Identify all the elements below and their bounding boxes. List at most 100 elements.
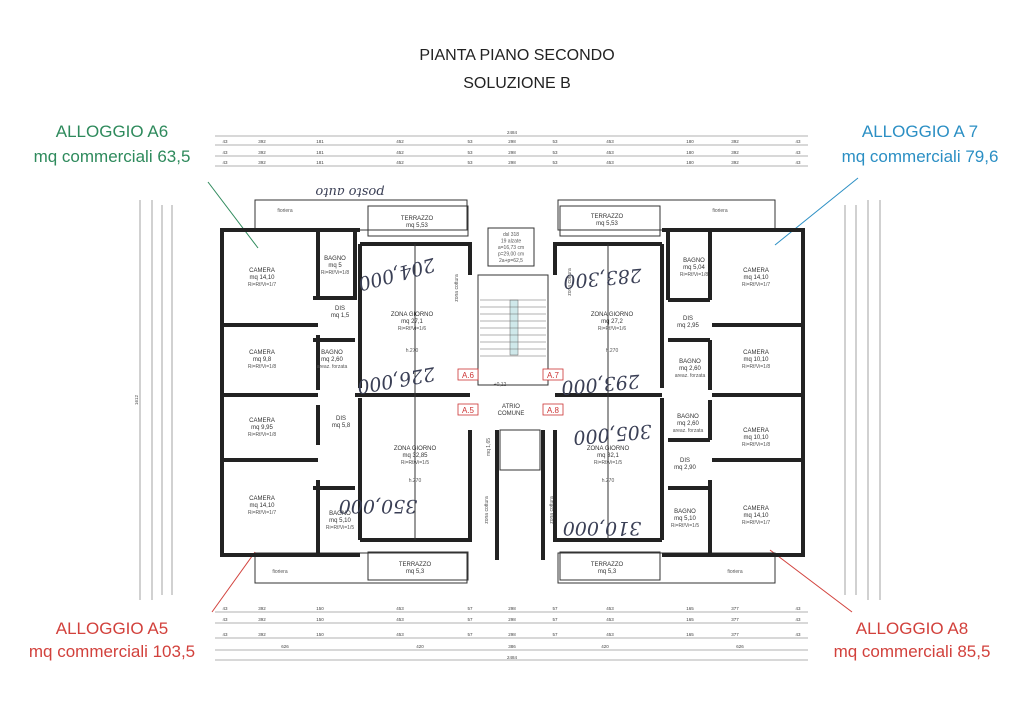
room-area: mq 5,04 [683,265,705,271]
handwritten-price: 283,300 [562,264,643,293]
room-area: mq 5 [328,263,342,269]
ceiling-height: h.270 [606,348,619,354]
dimension-value: 53 [552,150,558,155]
ceiling-height: h.270 [602,478,615,484]
dimension-value: 392 [258,160,266,165]
dimension-value: 150 [316,606,324,611]
planter-label: fioriera [712,208,728,214]
dimension-value: 180 [686,139,694,144]
room-ratio: areaz. forzata [317,364,348,370]
dimension-value: 386 [508,644,516,649]
planter-label: fioriera [727,569,743,575]
ceiling-height: h.270 [409,478,422,484]
room-area: mq 5,10 [329,518,351,524]
dimension-value: 43 [222,617,228,622]
dimension-value: 392 [731,139,739,144]
room-area: mq 5,3 [406,569,425,575]
svg-text:mq commerciali 63,5: mq commerciali 63,5 [34,147,191,166]
svg-text:ALLOGGIO A5: ALLOGGIO A5 [56,619,168,638]
room-ratio: Ri=Rf/Vi=1/7 [248,510,276,516]
room-name-camera: CAMERA [249,418,275,424]
dimension-value: 43 [795,632,801,637]
room-area: mq 2,60 [677,421,699,427]
leader-line-a6 [207,181,259,249]
room-area: mq 2,90 [674,465,696,471]
dimension-value: 53 [467,150,473,155]
room-area: mq 14,10 [249,275,275,281]
room-name-zona-giorno: ZONA GIORNO [587,446,630,452]
room-area: mq 32,85 [402,453,428,459]
dimension-value: 452 [396,139,404,144]
room-area: mq 5,8 [332,423,351,429]
room-ratio: Ri=Rf/Vi=1/5 [401,460,429,466]
leader-line-a8 [769,549,853,613]
room-ratio: areaz. forzata [675,373,706,379]
dimension-value: 150 [316,632,324,637]
dimension-value: 626 [281,644,289,649]
dimension-value: 298 [508,139,516,144]
room-area: mq 27,1 [401,319,423,325]
dimension-value: 452 [396,160,404,165]
room-name-dis: DIS [683,316,693,322]
room-name-bagno: BAGNO [324,256,346,262]
planter-label: fioriera [277,208,293,214]
dimension-value: 43 [222,632,228,637]
room-ratio: Ri=Rf/Vi=1/8 [680,272,708,278]
apartment-marker-a5: A.5 [457,403,479,416]
dimension-value: 377 [731,617,739,622]
handwritten-price: 204,000 [356,253,439,295]
dimension-value: 43 [795,139,801,144]
room-area: mq 27,2 [601,319,623,325]
dimension-value: 392 [258,606,266,611]
dimension-lines: 2484 2484 1612 4343433923923921811811814… [134,130,881,661]
dimension-value: 165 [686,606,694,611]
apartment-marker-a8: A.8 [542,403,564,416]
apartment-label-a8: ALLOGGIO A8 mq commerciali 85,5 [834,619,991,661]
room-name-bagno: BAGNO [677,414,699,420]
leader-line-a5 [211,551,256,613]
room-area: mq 2,95 [677,323,699,329]
elevation-label: +0,12 [494,382,507,388]
stair-info-line: 19 alzate [501,239,522,245]
stair-info-line: p=29,00 cm [498,252,524,258]
comune-label: COMUNE [498,411,525,417]
dimension-value: 57 [552,617,558,622]
dimension-value: 53 [552,160,558,165]
room-area: mq 32,1 [597,453,619,459]
room-area: mq 14,10 [743,275,769,281]
room-name-zona-giorno: ZONA GIORNO [591,312,634,318]
dimension-value: 53 [467,139,473,144]
room-ratio: Ri=Rf/Vi=1/6 [598,326,626,332]
dimension-value: 165 [686,617,694,622]
stair-info-line: 2a+p=62,5 [499,258,523,264]
room-area: mq 5,53 [596,221,618,227]
building-walls [220,199,805,584]
dimension-value: 57 [467,632,473,637]
room-area: mq 1,5 [331,313,350,319]
zona-cottura-a6: zona cottura [454,274,460,302]
dimension-value: 298 [508,606,516,611]
room-name-bagno: BAGNO [683,258,705,264]
atrio-label: ATRIO [502,404,520,410]
dimension-value: 298 [508,160,516,165]
room-ratio: Ri=Rf/Vi=1/7 [248,282,276,288]
svg-text:ALLOGGIO A6: ALLOGGIO A6 [56,122,168,141]
svg-text:mq commerciali 85,5: mq commerciali 85,5 [834,642,991,661]
svg-text:ALLOGGIO A8: ALLOGGIO A8 [856,619,968,638]
room-name-dis: DIS [680,458,690,464]
dimension-value: 43 [795,617,801,622]
room-name-zona-giorno: ZONA GIORNO [394,446,437,452]
room-name-camera: CAMERA [743,350,769,356]
dimension-value: 43 [222,160,228,165]
dimension-value: 180 [686,150,694,155]
room-name-terrazzo: TERRAZZO [591,214,624,220]
leader-line-a7 [774,177,859,246]
dimension-value: 43 [795,606,801,611]
room-ratio: Ri=Rf/Vi=1/8 [742,442,770,448]
dimension-value: 392 [258,617,266,622]
dimension-value: 298 [508,150,516,155]
room-name-terrazzo: TERRAZZO [401,216,434,222]
room-name-dis: DIS [335,306,345,312]
